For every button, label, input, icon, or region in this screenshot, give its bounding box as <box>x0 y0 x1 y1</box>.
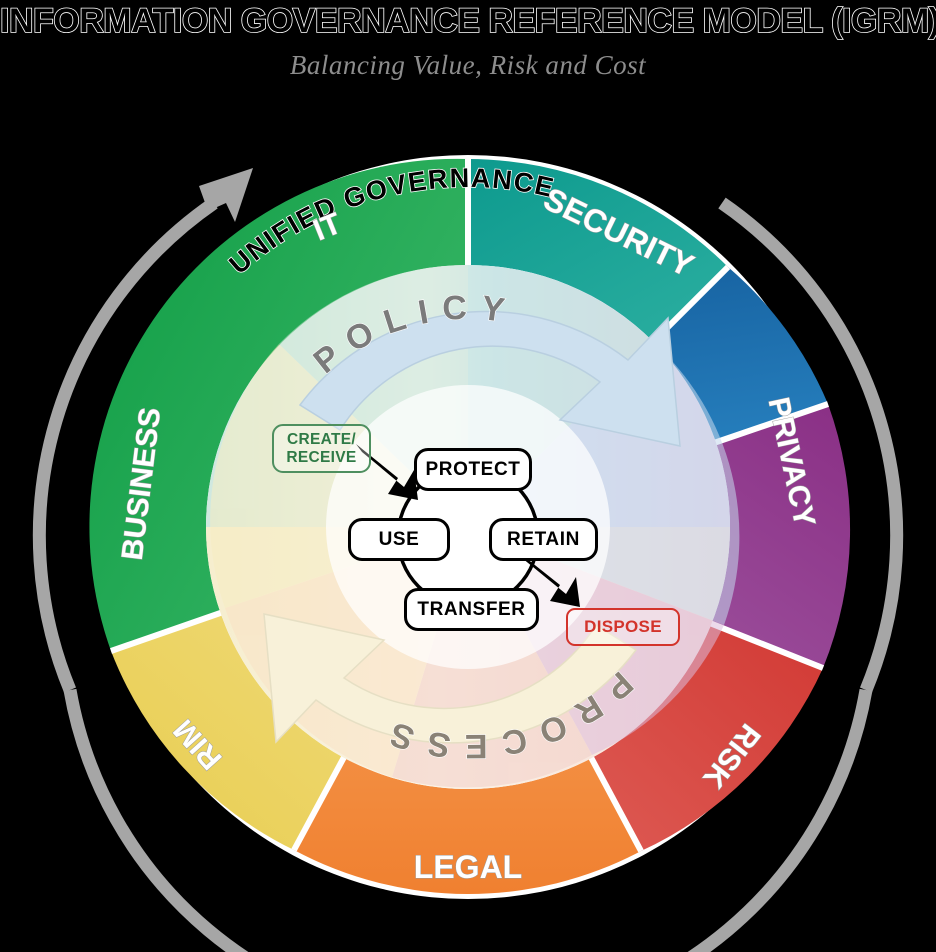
create-line-2: RECEIVE <box>286 448 357 466</box>
lifecycle-node-retain[interactable]: RETAIN <box>489 518 598 561</box>
unified-governance-arc-arrow <box>32 168 904 952</box>
lifecycle-entry-create-receive[interactable]: CREATE/ RECEIVE <box>272 424 371 473</box>
lifecycle-node-protect[interactable]: PROTECT <box>414 448 532 491</box>
page-title: INFORMATION GOVERNANCE REFERENCE MODEL (… <box>0 1 936 41</box>
process-arrow <box>263 613 638 744</box>
lifecycle-node-use[interactable]: USE <box>348 518 450 561</box>
create-arrow <box>356 444 418 500</box>
create-line-1: CREATE/ <box>287 430 356 448</box>
policy-arrow <box>298 310 681 447</box>
page-subtitle: Balancing Value, Risk and Cost <box>289 50 647 80</box>
lifecycle-exit-dispose[interactable]: DISPOSE <box>566 608 680 646</box>
lifecycle-node-transfer[interactable]: TRANSFER <box>404 588 539 631</box>
dispose-arrow <box>516 550 580 607</box>
label-legal: LEGAL <box>414 849 522 885</box>
